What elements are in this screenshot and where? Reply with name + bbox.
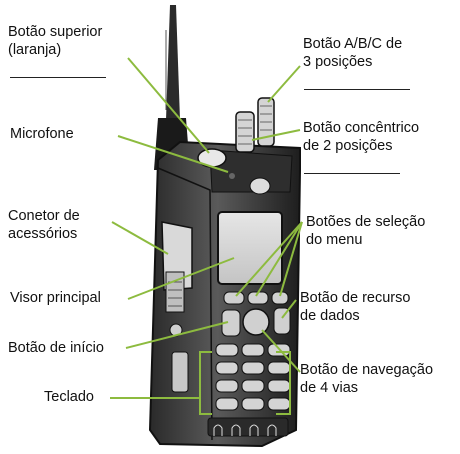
label-concentric: Botão concêntrico <box>303 120 420 136</box>
label-accessory-connector: Conetor de <box>8 208 80 224</box>
battery-base <box>207 417 289 437</box>
label-accessory-connector-sub: acessórios <box>8 226 78 242</box>
label-nav-button: Botão de navegação <box>300 362 434 378</box>
microphone-hole <box>229 173 235 179</box>
blank-line-abc-switch <box>304 89 410 90</box>
label-top-button: Botão superior <box>8 24 103 40</box>
keypad <box>215 343 291 411</box>
concentric-knob <box>235 111 255 153</box>
leader-top-button <box>127 57 210 154</box>
leader-display <box>127 257 235 300</box>
brand-logo <box>249 177 271 195</box>
blank-line-top-button <box>10 77 106 78</box>
main-display <box>217 211 283 285</box>
label-concentric-sub: de 2 posições <box>303 138 393 154</box>
leader-home <box>125 321 229 349</box>
label-data-feature: Botão de recurso <box>300 290 411 306</box>
label-nav-button-sub: de 4 vias <box>300 380 359 396</box>
label-menu-select-sub: do menu <box>306 232 363 248</box>
label-keypad: Teclado <box>44 389 94 405</box>
label-abc-switch: Botão A/B/C de <box>303 36 403 52</box>
menu-keys <box>223 291 289 305</box>
leader-menu-3 <box>279 221 303 297</box>
label-microphone: Microfone <box>10 126 74 142</box>
leader-concentric <box>251 129 301 141</box>
label-main-display: Visor principal <box>10 290 101 306</box>
label-menu-select: Botões de seleção <box>306 214 426 230</box>
leader-menu-2 <box>255 221 303 297</box>
data-button <box>273 307 291 335</box>
leader-accessory <box>111 221 169 255</box>
side-panel <box>171 351 189 393</box>
label-data-feature-sub: de dados <box>300 308 360 324</box>
leader-abc-switch <box>267 65 301 103</box>
label-home-button: Botão de início <box>8 340 104 356</box>
leader-microphone <box>117 135 229 173</box>
leader-menu-1 <box>235 221 303 297</box>
blank-line-concentric <box>304 173 400 174</box>
label-top-button-sub: (laranja) <box>8 42 62 58</box>
keypad-bracket-left <box>199 351 212 415</box>
leader-lines <box>110 57 303 415</box>
keypad-bracket-right <box>276 351 291 415</box>
leader-data-button <box>281 299 297 319</box>
nav-button <box>242 308 270 336</box>
label-abc-switch-sub: 3 posições <box>303 54 373 70</box>
